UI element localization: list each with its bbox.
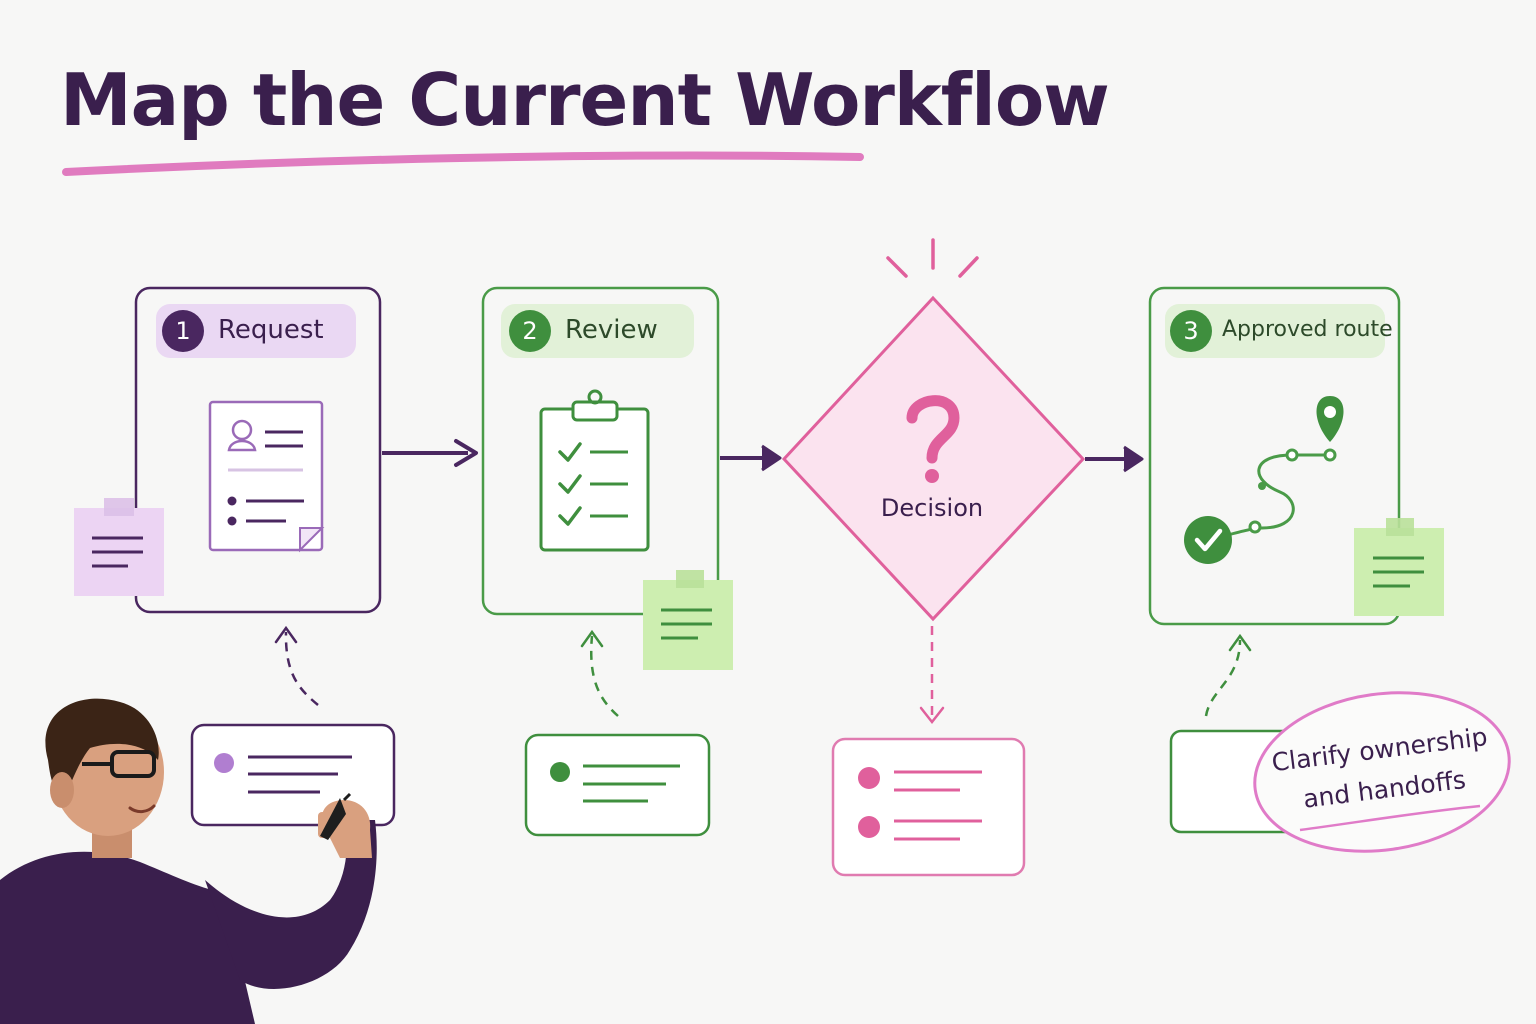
step-label-request: Request (218, 315, 324, 345)
step-number-badge-approved-route: 3 (1170, 310, 1212, 352)
dashed-arrowhead-request (274, 625, 298, 644)
step-label-approved-route: Approved route (1222, 317, 1393, 342)
step-card-approved-route (1148, 286, 1401, 626)
step-card-request (134, 286, 382, 614)
sticky-note-purple (74, 498, 164, 596)
form-document-icon (208, 400, 325, 553)
step-card-review (481, 286, 720, 616)
dashed-connector-approved (1204, 639, 1242, 717)
route-map-pin-icon (1184, 396, 1344, 564)
sticky-note-green-2 (1354, 518, 1444, 616)
detail-card-review (524, 733, 711, 837)
annotation-underline (1299, 804, 1481, 832)
step-label-review: Review (565, 315, 658, 345)
step-pill-review (501, 304, 694, 358)
step-number-badge-request: 1 (162, 310, 204, 352)
step-pill-approved-route (1165, 304, 1385, 358)
dashed-connector-review (590, 635, 619, 717)
question-mark-icon (906, 395, 960, 483)
flow-arrow-decision-to-approved (1085, 445, 1144, 473)
dashed-connector-request (284, 631, 319, 706)
decision-emphasis-marks (886, 238, 979, 278)
title-underline (62, 151, 864, 176)
clipboard-checklist-icon (539, 389, 650, 552)
step-pill-request (156, 304, 356, 358)
person-illustration (0, 698, 377, 1024)
dashed-arrowhead-decision (919, 706, 945, 725)
dashed-arrowhead-approved (1228, 633, 1252, 652)
flow-arrow-review-to-decision (720, 444, 782, 472)
decision-label: Decision (880, 494, 984, 522)
annotation-circle (1253, 691, 1511, 853)
dashed-arrowhead-review (580, 629, 604, 648)
step-number-badge-review: 2 (509, 310, 551, 352)
page-title: Map the Current Workflow (60, 58, 1110, 142)
sticky-note-green (643, 570, 733, 670)
detail-card-request (190, 723, 396, 827)
flow-arrow-request-to-review (382, 439, 478, 467)
detail-card-decision (831, 737, 1026, 877)
